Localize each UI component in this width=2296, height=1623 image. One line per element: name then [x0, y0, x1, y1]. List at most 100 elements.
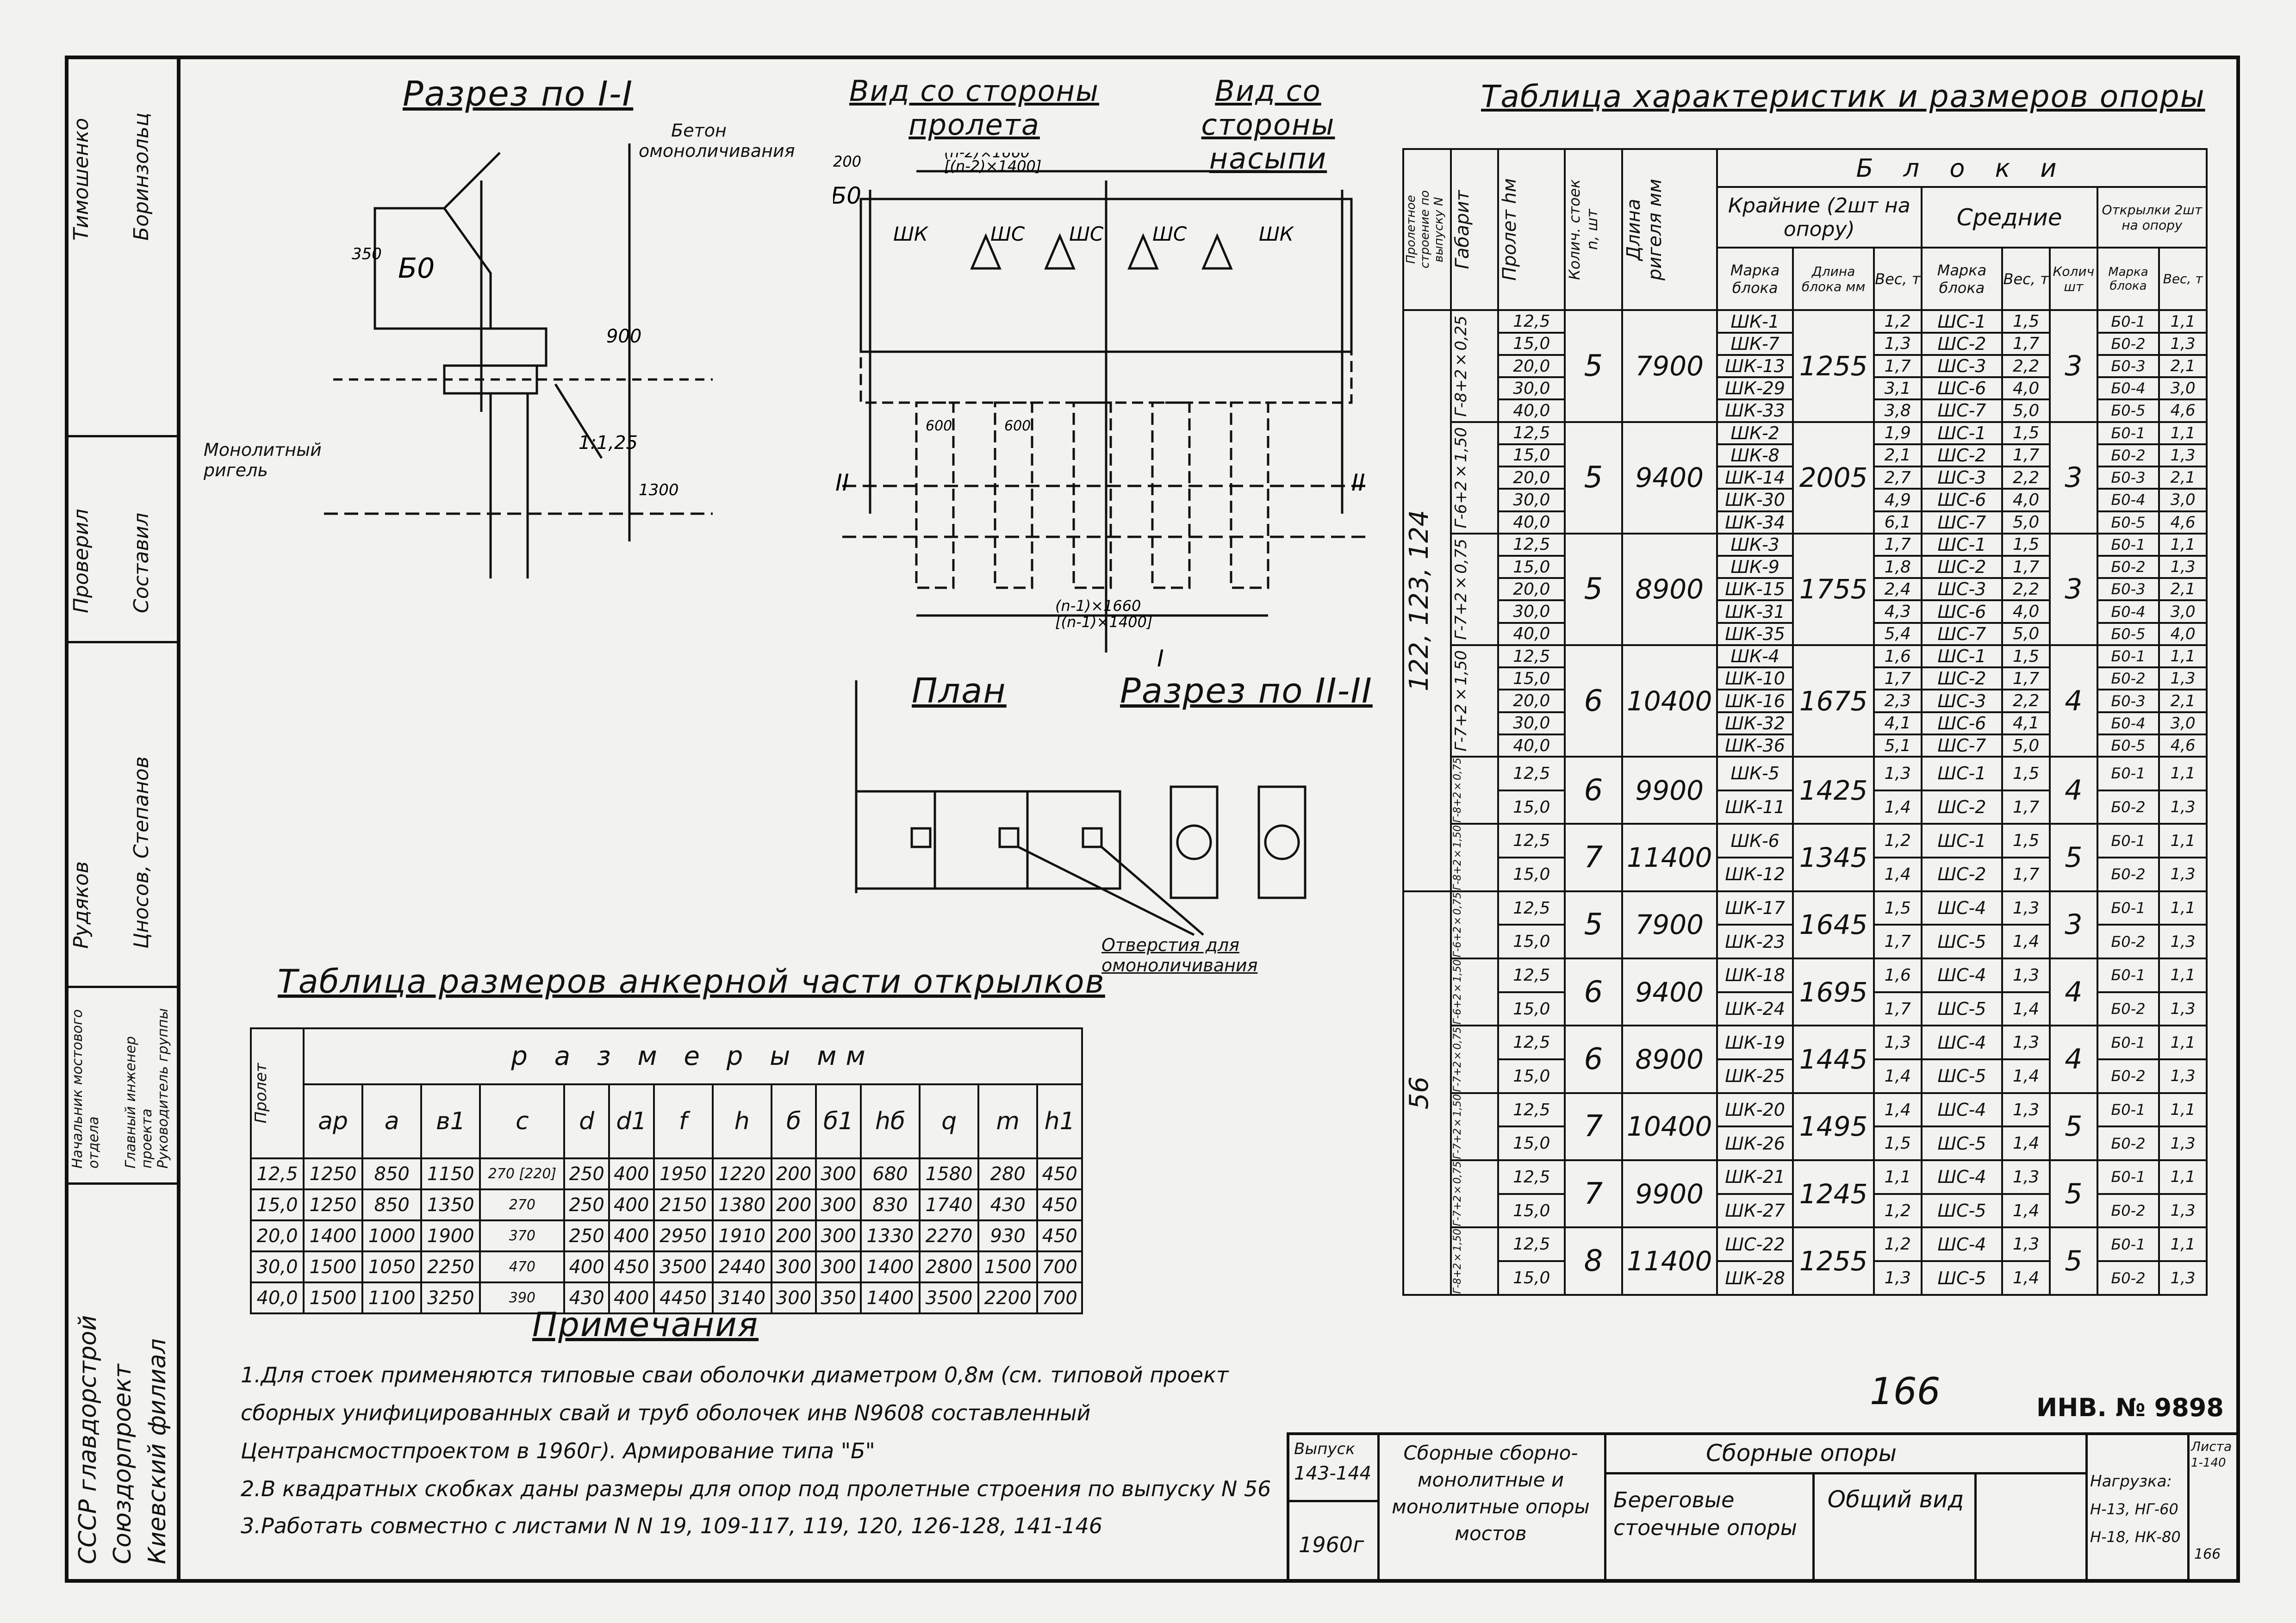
beam-cell: 7900 — [1621, 890, 1718, 960]
wing-mark-cell: Б0-3 — [2096, 466, 2160, 490]
wing-wt-cell: 2,1 — [2158, 689, 2208, 713]
wing-mark-cell: Б0-5 — [2096, 510, 2160, 535]
wing-wt-cell: 3,0 — [2158, 711, 2208, 735]
wing-mark-cell: Б0-1 — [2096, 1226, 2160, 1262]
anchor-cell: 850 — [361, 1188, 423, 1222]
edge-wt-cell: 1,7 — [1873, 666, 1923, 691]
edge-mark-cell: ШК-18 — [1716, 958, 1794, 993]
edge-wt-header: Вес, т — [1873, 246, 1923, 311]
wing-wt-cell: 1,1 — [2158, 1159, 2208, 1195]
section-mark: II — [835, 469, 849, 496]
section-1-label: 350 — [352, 245, 382, 263]
mid-wt-cell: 2,2 — [2001, 577, 2051, 602]
anchor-cell: 2150 — [653, 1188, 714, 1222]
view-dim: [(n-1)×1400] — [1055, 613, 1152, 631]
signature-name: Цносов, Степанов — [130, 756, 153, 949]
anchor-col-header: h1 — [1036, 1083, 1083, 1160]
edge-wt-cell: 1,2 — [1873, 1193, 1923, 1229]
posts-header: Колич. стоек n, шт — [1564, 148, 1623, 311]
edge-wt-cell: 1,1 — [1873, 1159, 1923, 1195]
span-cell: 15,0 — [1497, 443, 1566, 468]
anchor-cell: 450 — [1036, 1188, 1083, 1222]
anchor-cell: 400 — [608, 1219, 655, 1253]
span-cell: 15,0 — [1497, 924, 1566, 960]
vypusk-label: Выпуск — [1294, 1440, 1355, 1458]
edge-wt-cell: 2,7 — [1873, 466, 1923, 490]
mid-wt-cell: 1,4 — [2001, 1260, 2051, 1296]
anchor-cell: 12,5 — [250, 1157, 305, 1191]
anchor-col-header: б — [770, 1083, 817, 1160]
anchor-cell: 250 — [563, 1219, 610, 1253]
span-cell: 30,0 — [1497, 599, 1566, 624]
edge-len-cell: 1255 — [1792, 309, 1875, 423]
anchor-cell: 400 — [608, 1281, 655, 1314]
mid-wt-cell: 1,5 — [2001, 532, 2051, 557]
edge-wt-cell: 1,2 — [1873, 823, 1923, 859]
wing-wt-cell: 2,1 — [2158, 354, 2208, 379]
wing-wt-cell: 3,0 — [2158, 488, 2208, 512]
span-cell: 30,0 — [1497, 488, 1566, 512]
view-block: ШС — [1152, 223, 1187, 245]
anchor-cell: 270 — [479, 1188, 566, 1222]
span-cell: 15,0 — [1497, 1260, 1566, 1296]
beam-cell: 11400 — [1621, 1226, 1718, 1296]
sheet-label: Листа — [2191, 1439, 2232, 1454]
view-dim: (n-2)×1660 — [944, 153, 1030, 161]
wing-wt-cell: 1,3 — [2158, 1058, 2208, 1094]
wing-wt-cell: 1,3 — [2158, 666, 2208, 691]
posts-cell: 7 — [1564, 823, 1623, 892]
edition-cell: 122, 123, 124 — [1402, 309, 1452, 892]
sheet-number: 166 — [2194, 1546, 2221, 1562]
edge-mark-cell: ШК-1 — [1716, 309, 1794, 334]
wing-wt-cell: 1,1 — [2158, 823, 2208, 859]
gabarit-header-text: Габарит — [1451, 190, 1473, 269]
wing-wt-cell: 1,1 — [2158, 532, 2208, 557]
anchor-col-header: б1 — [815, 1083, 862, 1160]
mid-mark-cell: ШС-3 — [1920, 577, 2004, 602]
posts-cell: 6 — [1564, 644, 1623, 758]
span-cell: 30,0 — [1497, 376, 1566, 401]
wing-mark-cell: Б0-2 — [2096, 1126, 2160, 1162]
gabarit-cell: Г-8+2×0,75 — [1450, 756, 1500, 825]
anchor-cell: 1910 — [711, 1219, 772, 1253]
anchor-cell: 300 — [815, 1157, 862, 1191]
signature-name: Боринзольц — [130, 112, 153, 241]
section-mark: I — [1157, 645, 1164, 671]
mid-mark-cell: ШС-5 — [1920, 1260, 2004, 1296]
signature-cell-1: Тимошенко Боринзольц — [65, 56, 177, 437]
anchor-col-header: m — [977, 1083, 1039, 1160]
anchor-cell: 3500 — [919, 1281, 980, 1314]
edge-mark-cell: ШК-2 — [1716, 421, 1794, 445]
mid-wt-cell: 5,0 — [2001, 733, 2051, 758]
anchor-cell: 700 — [1036, 1250, 1083, 1284]
gabarit-value: Г-7+2×1,50 — [1451, 1094, 1463, 1159]
mid-mark-cell: ШС-2 — [1920, 666, 2004, 691]
edge-wt-cell: 1,7 — [1873, 532, 1923, 557]
edge-mark-cell: ШК-26 — [1716, 1126, 1794, 1162]
mid-mark-header: Марка блока — [1920, 246, 2004, 311]
wing-wt-cell: 2,1 — [2158, 577, 2208, 602]
mid-mark-cell: ШС-2 — [1920, 857, 2004, 892]
mid-mark-cell: ШС-1 — [1920, 644, 2004, 669]
anchor-col-header: hб — [859, 1083, 921, 1160]
mid-mark-cell: ШС-7 — [1920, 398, 2004, 423]
edge-wt-cell: 2,3 — [1873, 689, 1923, 713]
anchor-col-header: с — [479, 1083, 566, 1160]
edge-wt-cell: 5,1 — [1873, 733, 1923, 758]
mid-wt-cell: 1,4 — [2001, 1126, 2051, 1162]
span-cell: 12,5 — [1497, 1226, 1566, 1262]
mid-mark-cell: ШС-3 — [1920, 466, 2004, 490]
span-header-text: Пролет hм — [1499, 178, 1521, 281]
mid-qty-cell: 5 — [2048, 823, 2098, 892]
mid-wt-cell: 5,0 — [2001, 622, 2051, 646]
mid-mark-cell: ШС-2 — [1920, 331, 2004, 356]
wing-wt-cell: 4,0 — [2158, 622, 2208, 646]
